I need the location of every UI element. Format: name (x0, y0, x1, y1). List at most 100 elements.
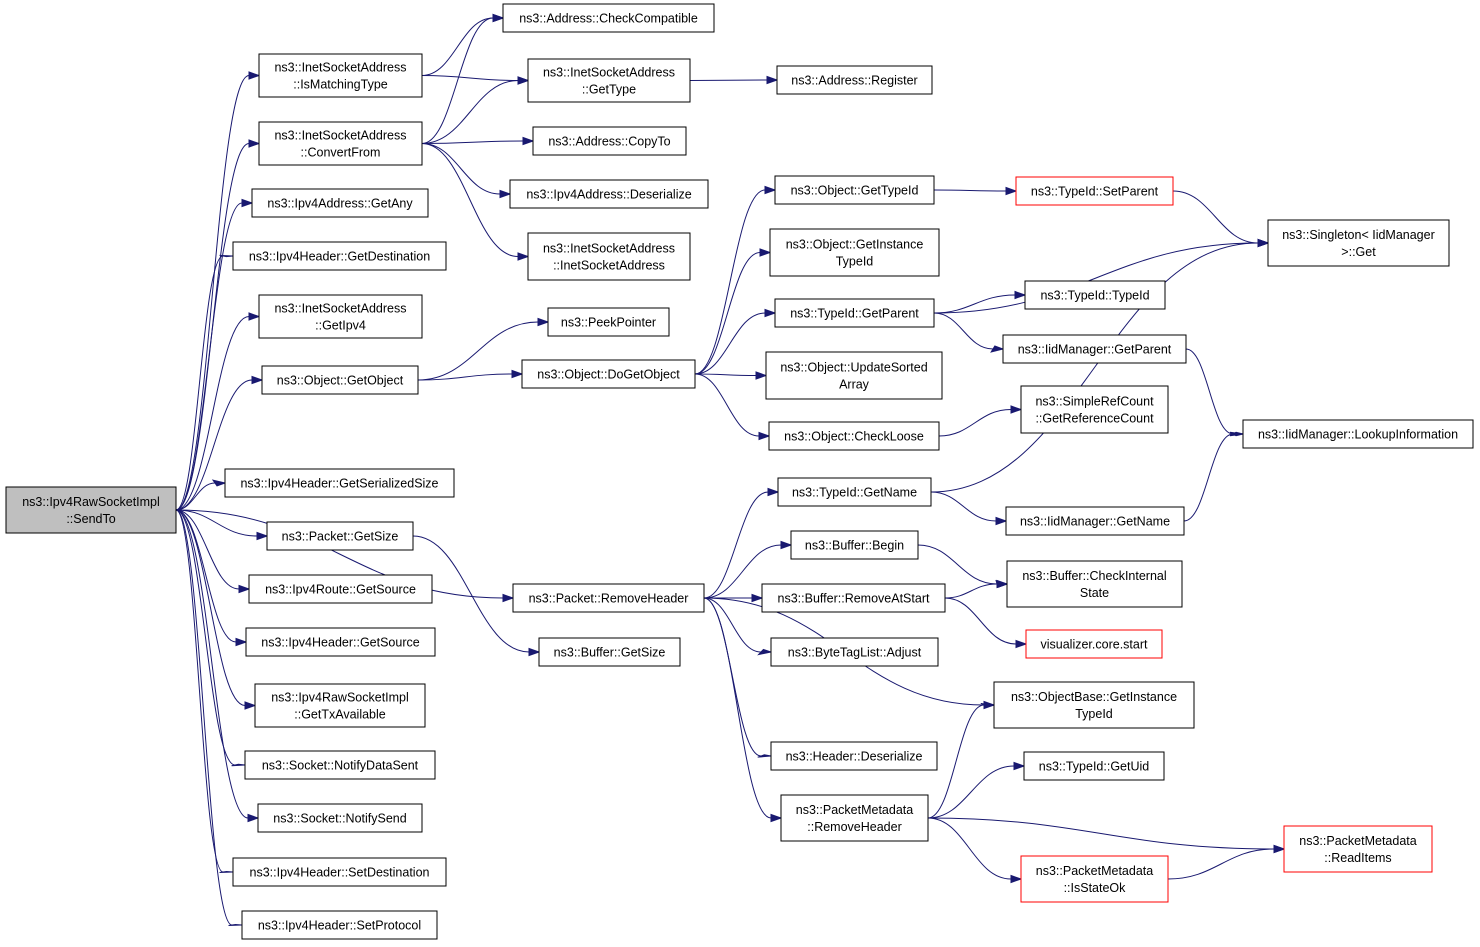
node-box (532, 126, 687, 156)
node-label: TypeId (1075, 707, 1113, 721)
node-label: ns3::InetSocketAddress (543, 242, 675, 256)
node-label: ns3::TypeId::GetUid (1039, 760, 1150, 774)
node-n-typeidgetparent[interactable]: ns3::TypeId::GetParent (774, 298, 935, 328)
node-n-addrregister[interactable]: ns3::Address::Register (776, 65, 933, 95)
edge-n-removeheader-to-n-headerdeser (703, 597, 772, 758)
node-label: TypeId (836, 255, 874, 269)
node-label: ns3::PacketMetadata (1299, 834, 1416, 848)
node-n-ismatching[interactable]: ns3::InetSocketAddress::IsMatchingType (258, 53, 423, 98)
node-n-headergetsource[interactable]: ns3::Ipv4Header::GetSource (245, 627, 436, 657)
node-n-getrefcount[interactable]: ns3::SimpleRefCount::GetReferenceCount (1020, 385, 1169, 434)
node-box (258, 121, 423, 166)
edge-n-dogetobject-to-n-checkloose (694, 373, 771, 441)
node-n-routegetsource[interactable]: ns3::Ipv4Route::GetSource (248, 574, 433, 604)
node-n-pmremoveheader[interactable]: ns3::PacketMetadata::RemoveHeader (780, 794, 929, 842)
edge-n-typeidgetparent-to-n-iidgetparent (933, 312, 1005, 353)
node-n-vizstart[interactable]: visualizer.core.start (1025, 629, 1163, 659)
node-n-checkcompat[interactable]: ns3::Address::CheckCompatible (502, 3, 715, 33)
node-box (547, 307, 670, 337)
node-n-buffergetsize[interactable]: ns3::Buffer::GetSize (538, 637, 681, 667)
node-n-gettxavailable[interactable]: ns3::Ipv4RawSocketImpl::GetTxAvailable (254, 683, 426, 728)
node-n-lookupinfo[interactable]: ns3::IidManager::LookupInformation (1242, 419, 1474, 449)
node-label: ns3::ObjectBase::GetInstance (1011, 690, 1177, 704)
node-label: ns3::InetSocketAddress (274, 61, 406, 75)
node-n-iidgetname[interactable]: ns3::IidManager::GetName (1005, 506, 1185, 536)
node-n-getserialized[interactable]: ns3::Ipv4Header::GetSerializedSize (224, 468, 455, 498)
node-n-convertfrom[interactable]: ns3::InetSocketAddress::ConvertFrom (258, 121, 423, 166)
node-n-bytetagadjust[interactable]: ns3::ByteTagList::Adjust (770, 637, 939, 667)
edge-n-removeheader-to-n-typeidgetname (703, 487, 780, 599)
node-box (1283, 825, 1433, 873)
node-label: ::GetReferenceCount (1035, 412, 1154, 426)
edge-root-to-n-convertfrom (175, 139, 261, 511)
node-box (765, 351, 943, 400)
edge-n-removeatstart-to-n-checkinternal (944, 579, 1009, 599)
node-n-setprotocol[interactable]: ns3::Ipv4Header::SetProtocol (241, 910, 438, 940)
node-n-peekpointer[interactable]: ns3::PeekPointer (547, 307, 670, 337)
node-n-notifysend[interactable]: ns3::Socket::NotifySend (257, 803, 423, 833)
node-n-getobject[interactable]: ns3::Object::GetObject (261, 365, 419, 395)
node-n-bufferbegin[interactable]: ns3::Buffer::Begin (790, 530, 919, 560)
edge-n-ismatching-to-n-inetgettype (421, 75, 530, 85)
node-label: ns3::Ipv4Header::GetSource (261, 636, 419, 650)
node-box (769, 228, 940, 277)
node-n-removeheader[interactable]: ns3::Packet::RemoveHeader (512, 583, 705, 613)
node-n-iidgetparent[interactable]: ns3::IidManager::GetParent (1002, 334, 1187, 364)
node-label: ns3::Address::CheckCompatible (519, 12, 698, 26)
edge-root-to-n-setdest (175, 509, 234, 873)
node-n-getdest[interactable]: ns3::Ipv4Header::GetDestination (232, 241, 447, 271)
edge-n-setparent-to-n-singleton (1172, 190, 1270, 248)
edge-root-to-n-getdest (175, 254, 234, 511)
node-n-pmreaditems[interactable]: ns3::PacketMetadata::ReadItems (1283, 825, 1433, 873)
node-n-objgettypeid[interactable]: ns3::Object::GetTypeId (774, 175, 935, 205)
node-n-pmisstateok[interactable]: ns3::PacketMetadata::IsStateOk (1020, 855, 1169, 903)
node-n-packetgetsize[interactable]: ns3::Packet::GetSize (266, 521, 414, 551)
edge-n-convertfrom-to-n-checkcompat (421, 13, 505, 144)
node-n-notifydatasent[interactable]: ns3::Socket::NotifyDataSent (244, 750, 436, 780)
edge-n-removeheader-to-n-bytetagadjust (703, 597, 773, 656)
node-n-typeidtypeid[interactable]: ns3::TypeId::TypeId (1024, 280, 1166, 310)
node-n-removeatstart[interactable]: ns3::Buffer::RemoveAtStart (761, 583, 946, 613)
edge-n-removeatstart-to-n-vizstart (944, 597, 1028, 649)
node-root[interactable]: ns3::Ipv4RawSocketImpl::SendTo (5, 486, 177, 534)
node-n-dogetobject[interactable]: ns3::Object::DoGetObject (521, 359, 696, 389)
node-label: ns3::Buffer::Begin (805, 539, 904, 553)
edge-n-objgettypeid-to-n-setparent (933, 186, 1018, 196)
node-n-checkloose[interactable]: ns3::Object::CheckLoose (768, 421, 940, 451)
node-box (1024, 280, 1166, 310)
node-n-typeidgetname[interactable]: ns3::TypeId::GetName (777, 477, 932, 507)
node-box (1020, 385, 1169, 434)
node-n-headerdeser[interactable]: ns3::Header::Deserialize (770, 741, 938, 771)
node-label: ::RemoveHeader (807, 820, 902, 834)
edge-n-checkloose-to-n-getrefcount (938, 405, 1023, 437)
node-label: ::IsStateOk (1064, 881, 1127, 895)
node-box (527, 232, 691, 281)
edge-n-pmremoveheader-to-n-objbasegetinst (927, 702, 995, 819)
node-n-setdest[interactable]: ns3::Ipv4Header::SetDestination (232, 857, 447, 887)
edge-n-inetgettype-to-n-addrregister (689, 75, 779, 85)
node-n-ipv4deser[interactable]: ns3::Ipv4Address::Deserialize (509, 179, 709, 209)
node-box (770, 637, 939, 667)
node-box (251, 188, 429, 218)
node-n-singleton[interactable]: ns3::Singleton< IidManager >::Get (1267, 219, 1450, 267)
node-n-inetgettype[interactable]: ns3::InetSocketAddress::GetType (527, 58, 691, 103)
node-box (1006, 560, 1183, 608)
node-n-copyto[interactable]: ns3::Address::CopyTo (532, 126, 687, 156)
node-label: ns3::Socket::NotifySend (273, 812, 406, 826)
node-n-ipv4any[interactable]: ns3::Ipv4Address::GetAny (251, 188, 429, 218)
node-box (1020, 855, 1169, 903)
node-n-getipv4[interactable]: ns3::InetSocketAddress::GetIpv4 (258, 294, 423, 339)
node-label: ns3::Object::GetInstance (786, 238, 924, 252)
node-n-setparent[interactable]: ns3::TypeId::SetParent (1015, 176, 1174, 206)
node-n-inetctor[interactable]: ns3::InetSocketAddress::InetSocketAddres… (527, 232, 691, 281)
node-label: ns3::PacketMetadata (1036, 864, 1153, 878)
node-label: ns3::Ipv4Header::GetDestination (249, 250, 430, 264)
node-label: ns3::TypeId::SetParent (1031, 185, 1159, 199)
node-box (1002, 334, 1187, 364)
node-n-typeidgetuid[interactable]: ns3::TypeId::GetUid (1023, 751, 1165, 781)
